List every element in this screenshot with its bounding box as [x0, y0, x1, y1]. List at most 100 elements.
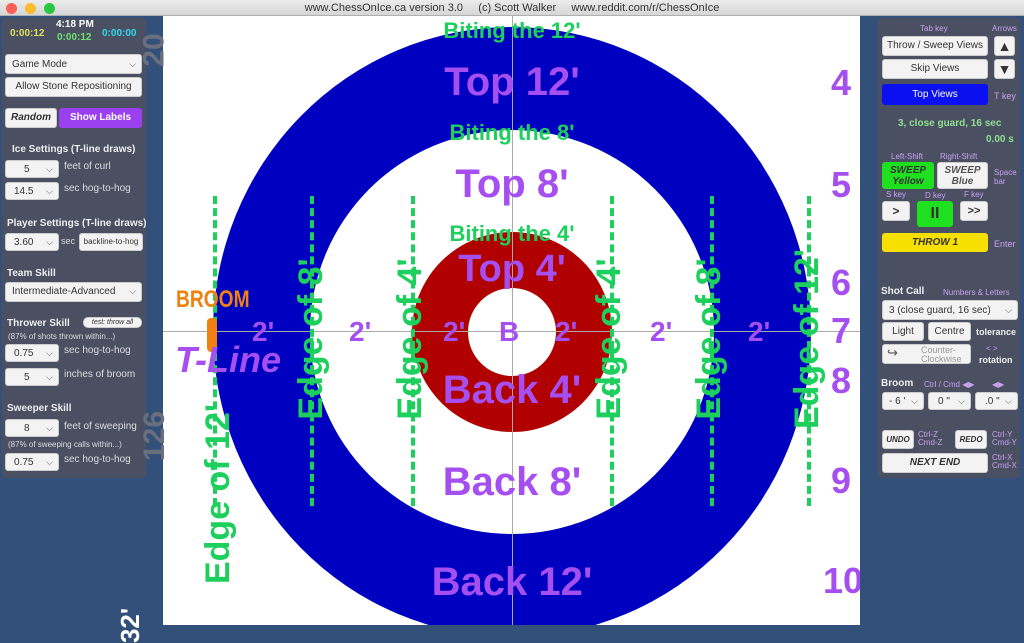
- broom-fraction-select[interactable]: .0 ": [975, 392, 1018, 410]
- arrow-down-button[interactable]: ▼: [994, 59, 1015, 79]
- ice-hog-select[interactable]: 14.5: [5, 182, 59, 200]
- rotation-button[interactable]: ↪ Counter- Clockwise: [882, 344, 971, 364]
- edge-12-right-guide: [807, 196, 811, 506]
- shot-status: 3, close guard, 16 sec: [898, 118, 1002, 129]
- shot-call-select[interactable]: 3 (close guard, 16 sec): [882, 300, 1018, 320]
- curling-sheet[interactable]: Edge of 12' Edge of 8' Edge of 4' Edge o…: [163, 16, 860, 625]
- pause-button[interactable]: II: [917, 201, 953, 227]
- distance-number: 5: [831, 164, 852, 205]
- green-timer: 0:00:12: [57, 32, 92, 43]
- test-throw-all-button[interactable]: test: throw all: [83, 317, 142, 328]
- biting-4-label: Biting the 4': [449, 221, 575, 246]
- edge-8-left-label: Edge of 8': [292, 258, 330, 420]
- sweep-blue-line2: Blue: [951, 176, 974, 187]
- broom-title: Broom: [881, 378, 914, 389]
- two-ft-marker: 2': [748, 316, 771, 347]
- t-line-label: T-Line: [175, 339, 281, 380]
- fast-button[interactable]: >>: [960, 201, 988, 221]
- throw-sweep-views-button[interactable]: Throw / Sweep Views: [882, 36, 988, 56]
- top-8-label: Top 8': [455, 162, 569, 206]
- watermark-mid: 126: [138, 410, 172, 462]
- sweeper-skill-title: Sweeper Skill: [7, 403, 72, 414]
- tee-line: [163, 331, 860, 332]
- arrow-up-button[interactable]: ▲: [994, 36, 1015, 56]
- curl-select[interactable]: 5: [5, 160, 59, 178]
- allow-repositioning-button[interactable]: Allow Stone Repositioning: [5, 77, 142, 97]
- redo-keys-hint: Ctrl-Y Cmd-Y: [992, 430, 1017, 447]
- show-labels-button[interactable]: Show Labels: [59, 108, 142, 128]
- team-skill-select[interactable]: Intermediate-Advanced: [5, 282, 142, 302]
- space-bar-hint: Space bar: [994, 168, 1017, 186]
- distance-number: 10: [823, 560, 860, 601]
- maximize-window-button[interactable]: [44, 3, 55, 14]
- title-bar: www.ChessOnIce.ca version 3.0 (c) Scott …: [0, 0, 1024, 16]
- broom-label: BROOM: [176, 286, 250, 313]
- tolerance-label: tolerance: [976, 327, 1017, 337]
- back-4-label: Back 4': [442, 368, 582, 412]
- t-key-hint: T key: [994, 91, 1016, 101]
- edge-4-left-label: Edge of 4': [391, 258, 429, 420]
- distance-number: 6: [831, 262, 852, 303]
- back-8-label: Back 8': [442, 460, 582, 504]
- right-panel: Tab key Arrows Throw / Sweep Views Skip …: [878, 18, 1020, 478]
- rotation-label: rotation: [979, 355, 1013, 365]
- top-12-label: Top 12': [444, 60, 580, 104]
- next-end-button[interactable]: NEXT END: [882, 453, 988, 473]
- ice-settings-title: Ice Settings (T-line draws): [12, 144, 136, 155]
- two-ft-marker: 2': [349, 316, 372, 347]
- s-key-hint: S key: [886, 190, 907, 199]
- minimize-window-button[interactable]: [25, 3, 36, 14]
- slow-button[interactable]: >: [882, 201, 910, 221]
- mode-select[interactable]: Game Mode: [5, 54, 142, 74]
- distance-number: 7: [831, 310, 852, 351]
- thrower-hog-select[interactable]: 0.75: [5, 344, 59, 362]
- two-ft-marker: 2': [252, 316, 275, 347]
- edge-12-left-label: Edge of 12': [199, 404, 237, 585]
- top-views-button[interactable]: Top Views: [882, 84, 988, 105]
- next-end-keys-hint: Ctrl-X Cmd-X: [992, 453, 1017, 470]
- left-panel: 0:00:12 4:18 PM 0:00:12 0:00:00 Game Mod…: [2, 18, 146, 478]
- biting-12-label: Biting the 12': [443, 18, 581, 43]
- thrower-hog-label: sec hog-to-hog: [64, 345, 131, 356]
- arrows-hint: Arrows: [992, 24, 1017, 33]
- broom-feet-select[interactable]: - 6 ': [882, 392, 924, 410]
- redo-button[interactable]: REDO: [955, 430, 987, 449]
- numbers-letters-hint: Numbers & Letters: [943, 288, 1010, 297]
- throw-button[interactable]: THROW 1: [882, 233, 988, 252]
- centre-button[interactable]: Centre: [928, 322, 971, 341]
- f-key-hint: F key: [964, 190, 984, 199]
- team-skill-title: Team Skill: [7, 268, 56, 279]
- close-window-button[interactable]: [6, 3, 17, 14]
- arrows-broom-hint: ◀▶: [992, 380, 1005, 389]
- random-button[interactable]: Random: [5, 108, 57, 128]
- button-label: B: [499, 316, 520, 347]
- back-12-label: Back 12': [431, 560, 593, 604]
- rotation-arrow-icon: ↪: [887, 345, 898, 360]
- distance-label: 32': [115, 607, 146, 643]
- curl-label: feet of curl: [64, 161, 111, 172]
- player-time-select[interactable]: 3.60: [5, 233, 59, 251]
- two-ft-marker: 2': [443, 316, 466, 347]
- light-button[interactable]: Light: [882, 322, 924, 341]
- sweep-feet-select[interactable]: 8: [5, 419, 59, 437]
- edge-12-right-label: Edge of 12': [788, 249, 826, 430]
- broom-marker[interactable]: [207, 318, 217, 352]
- rotation-keys-hint: < >: [986, 344, 998, 353]
- broom-inches-select[interactable]: 0 ": [928, 392, 971, 410]
- undo-button[interactable]: UNDO: [882, 430, 914, 449]
- sweep-feet-label: feet of sweeping: [64, 421, 137, 432]
- edge-4-right-label: Edge of 4': [590, 258, 628, 420]
- thrower-skill-title: Thrower Skill: [7, 318, 70, 329]
- broom-inches-select[interactable]: 5: [5, 368, 59, 386]
- right-shift-hint: Right-Shift: [940, 152, 978, 161]
- skip-views-button[interactable]: Skip Views: [882, 59, 988, 79]
- thrower-note: (87% of shots thrown within...): [8, 332, 116, 341]
- ctrl-cmd-hint: Ctrl / Cmd ◀▶: [924, 380, 975, 389]
- sweep-yellow-line2: Yellow: [892, 176, 924, 187]
- player-mode-button[interactable]: backline-to-hog: [79, 233, 143, 251]
- sweeper-hog-select[interactable]: 0.75: [5, 453, 59, 471]
- sweeper-hog-label: sec hog-to-hog: [64, 454, 131, 465]
- tab-key-hint: Tab key: [920, 24, 948, 33]
